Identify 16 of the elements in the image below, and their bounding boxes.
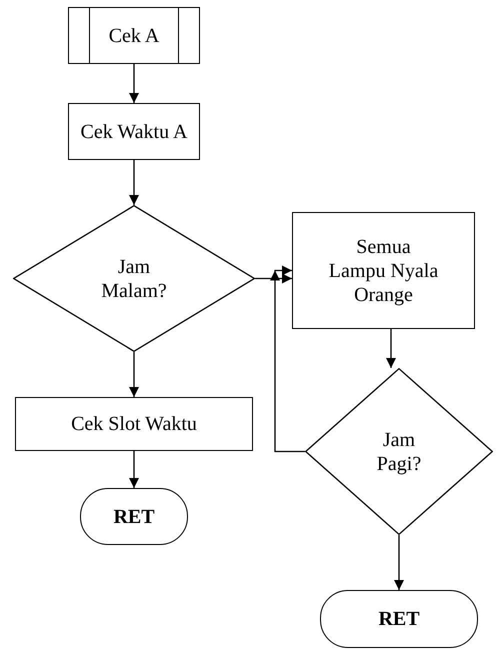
terminal-box — [80, 488, 188, 545]
decision-diamond — [13, 205, 255, 352]
node-label: Semua Lampu Nyala Orange — [328, 234, 440, 306]
process-box — [292, 212, 475, 329]
node-label: RET — [113, 504, 155, 528]
node-label: Cek A — [108, 24, 160, 48]
node-label: Cek Slot Waktu — [71, 412, 197, 436]
node-label: Jam Pagi? — [376, 428, 422, 476]
decision-diamond — [305, 368, 493, 535]
subroutine-box — [68, 7, 200, 64]
process-box — [68, 103, 200, 160]
process-box — [15, 397, 253, 451]
node-label: RET — [378, 607, 420, 631]
terminal-box — [320, 590, 478, 648]
node-label: Cek Waktu A — [80, 120, 188, 144]
node-label: Jam Malam? — [100, 254, 168, 302]
